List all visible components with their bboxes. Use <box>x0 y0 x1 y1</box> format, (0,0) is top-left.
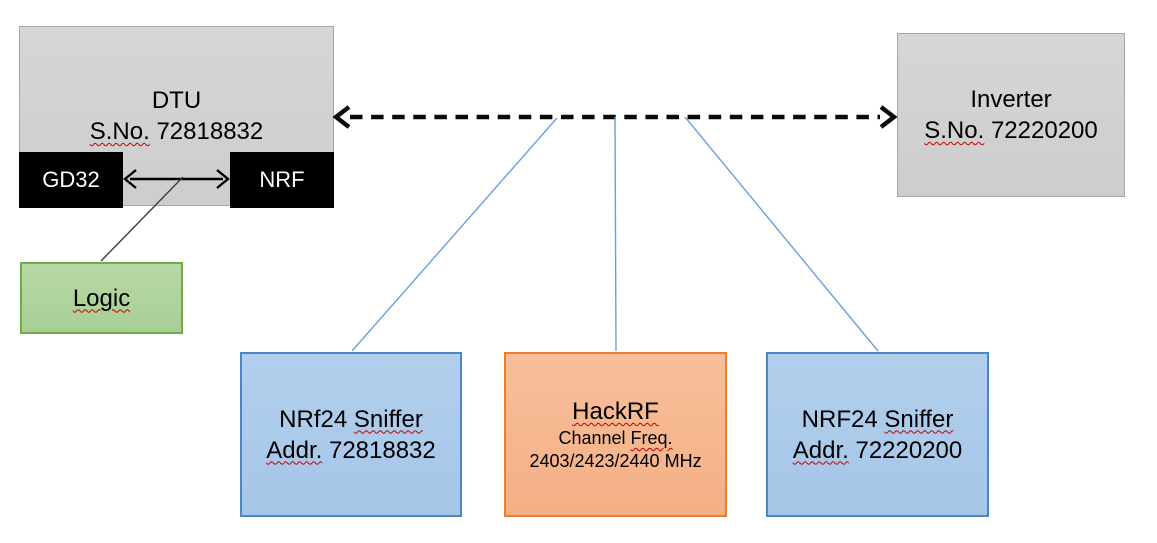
dtu-serial-prefix: S.No. <box>89 118 150 145</box>
inverter-serial-prefix: S.No. <box>924 117 985 144</box>
sniffer-right-make: NRF24 <box>801 405 878 433</box>
logic-label: Logic <box>73 283 130 314</box>
logic-label-text: Logic <box>72 284 131 312</box>
hackrf-box: HackRF Channel Freq. 2403/2423/2440 MHz <box>504 352 727 517</box>
sniffer-left-addr: Addr. 72818832 <box>266 435 436 466</box>
inverter-box: Inverter S.No. 72220200 <box>897 33 1125 197</box>
dtu-serial: S.No. 72818832 <box>90 116 263 147</box>
arrowhead-left-icon <box>332 105 351 129</box>
hackrf-channel-word: Channel <box>558 428 626 448</box>
dtu-title: DTU <box>151 87 202 114</box>
dtu-inverter-dashed-arrow <box>332 105 898 129</box>
inverter-title: Inverter <box>970 86 1052 113</box>
inverter-serial: S.No. 72220200 <box>924 115 1097 146</box>
hackrf-title: HackRF <box>572 396 659 427</box>
dtu-serial-number: 72818832 <box>156 118 264 145</box>
sniffer-left-box: NRf24 Sniffer Addr. 72818832 <box>240 352 462 517</box>
hackrf-frequencies: 2403/2423/2440 MHz <box>529 451 702 471</box>
hackrf-freq-word: Freq. <box>630 428 673 448</box>
sniffer-right-addr-label: Addr. <box>792 436 849 464</box>
sniffer-right-addr: Addr. 72220200 <box>793 435 963 466</box>
sniffer-left-title: NRf24 Sniffer <box>279 404 423 435</box>
sniffer-left-addr-label: Addr. <box>266 436 323 464</box>
hackrf-title-text: HackRF <box>572 398 659 425</box>
gd32-label: GD32 <box>42 167 100 192</box>
hackrf-channel-line: Channel Freq. <box>558 427 672 450</box>
hackrf-connector-line <box>614 116 617 352</box>
sniffer-right-box: NRF24 Sniffer Addr. 72220200 <box>766 352 989 517</box>
nrf-chip: NRF <box>230 152 334 208</box>
sniffer-left-addr-number: 72818832 <box>328 436 436 464</box>
sniffer-right-addr-number: 72220200 <box>855 436 963 464</box>
inverter-serial-number: 72220200 <box>990 117 1098 144</box>
arrowhead-right-icon <box>879 105 898 129</box>
nrf-label: NRF <box>259 167 305 192</box>
sniffer-left-make: NRf24 <box>279 405 348 433</box>
sniffer-right-word: Sniffer <box>884 405 954 433</box>
sniffer-left-word: Sniffer <box>353 405 423 433</box>
sniffer-left-connector-line <box>351 117 558 352</box>
sniffer-right-title: NRF24 Sniffer <box>802 404 954 435</box>
logic-box: Logic <box>20 262 183 334</box>
gd32-chip: GD32 <box>19 152 123 208</box>
sniffer-right-connector-line <box>684 116 879 352</box>
